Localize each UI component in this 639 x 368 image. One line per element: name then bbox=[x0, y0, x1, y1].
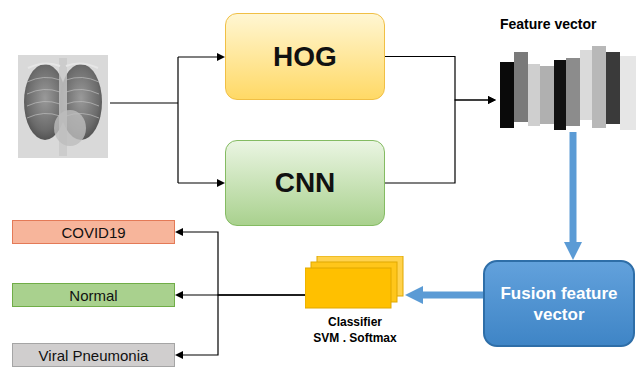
connector-arrow bbox=[183, 232, 305, 295]
process-box: HOG bbox=[225, 13, 385, 100]
feature-vector-bars bbox=[500, 46, 636, 130]
vector-bar bbox=[566, 58, 580, 126]
vector-bar bbox=[620, 56, 636, 130]
connector-arrow bbox=[385, 57, 488, 101]
connector-arrow bbox=[183, 295, 305, 355]
node-text: Viral Pneumonia bbox=[39, 347, 149, 364]
class-label-box: Normal bbox=[12, 283, 175, 307]
connector-arrow bbox=[423, 292, 483, 299]
input-line bbox=[110, 102, 178, 103]
classifier-square bbox=[305, 268, 391, 308]
classifier-stack: ClassifierSVM . Softmax bbox=[305, 256, 405, 364]
node-text: HOG bbox=[273, 41, 337, 73]
node-text: Feature vector bbox=[496, 10, 596, 32]
node-text: Classifier bbox=[328, 314, 382, 330]
vector-bar bbox=[554, 60, 566, 130]
vector-bar bbox=[592, 46, 606, 128]
node-text: CNN bbox=[275, 167, 336, 199]
connector-arrow bbox=[570, 132, 577, 242]
xray-ground bbox=[18, 55, 108, 158]
node-text: Normal bbox=[69, 287, 117, 304]
class-label-box: COVID19 bbox=[12, 220, 175, 244]
xray-clavicle bbox=[28, 63, 98, 68]
input-arrow bbox=[178, 182, 217, 183]
vector-bar bbox=[528, 64, 540, 126]
xray-ribs bbox=[27, 77, 99, 118]
node-text: COVID19 bbox=[61, 224, 125, 241]
split-line bbox=[177, 57, 178, 183]
class-label-box: Viral Pneumonia bbox=[12, 343, 175, 367]
input-arrow bbox=[178, 56, 217, 57]
node-text: Fusion feature vector bbox=[500, 283, 618, 325]
chest-xray bbox=[18, 55, 108, 158]
process-box: CNN bbox=[225, 140, 385, 226]
vector-bar bbox=[514, 52, 528, 122]
node-text: SVM . Softmax bbox=[313, 330, 396, 346]
vector-bar bbox=[540, 66, 554, 124]
vector-bar bbox=[500, 62, 514, 128]
vector-bar bbox=[606, 52, 620, 124]
classifier-squares bbox=[305, 256, 405, 312]
input-split-lines bbox=[110, 57, 217, 183]
feature-vector: Feature vector bbox=[496, 10, 636, 132]
fusion-box: Fusion feature vector bbox=[483, 260, 635, 347]
connector-arrow bbox=[385, 100, 488, 183]
vector-bar bbox=[580, 50, 592, 120]
